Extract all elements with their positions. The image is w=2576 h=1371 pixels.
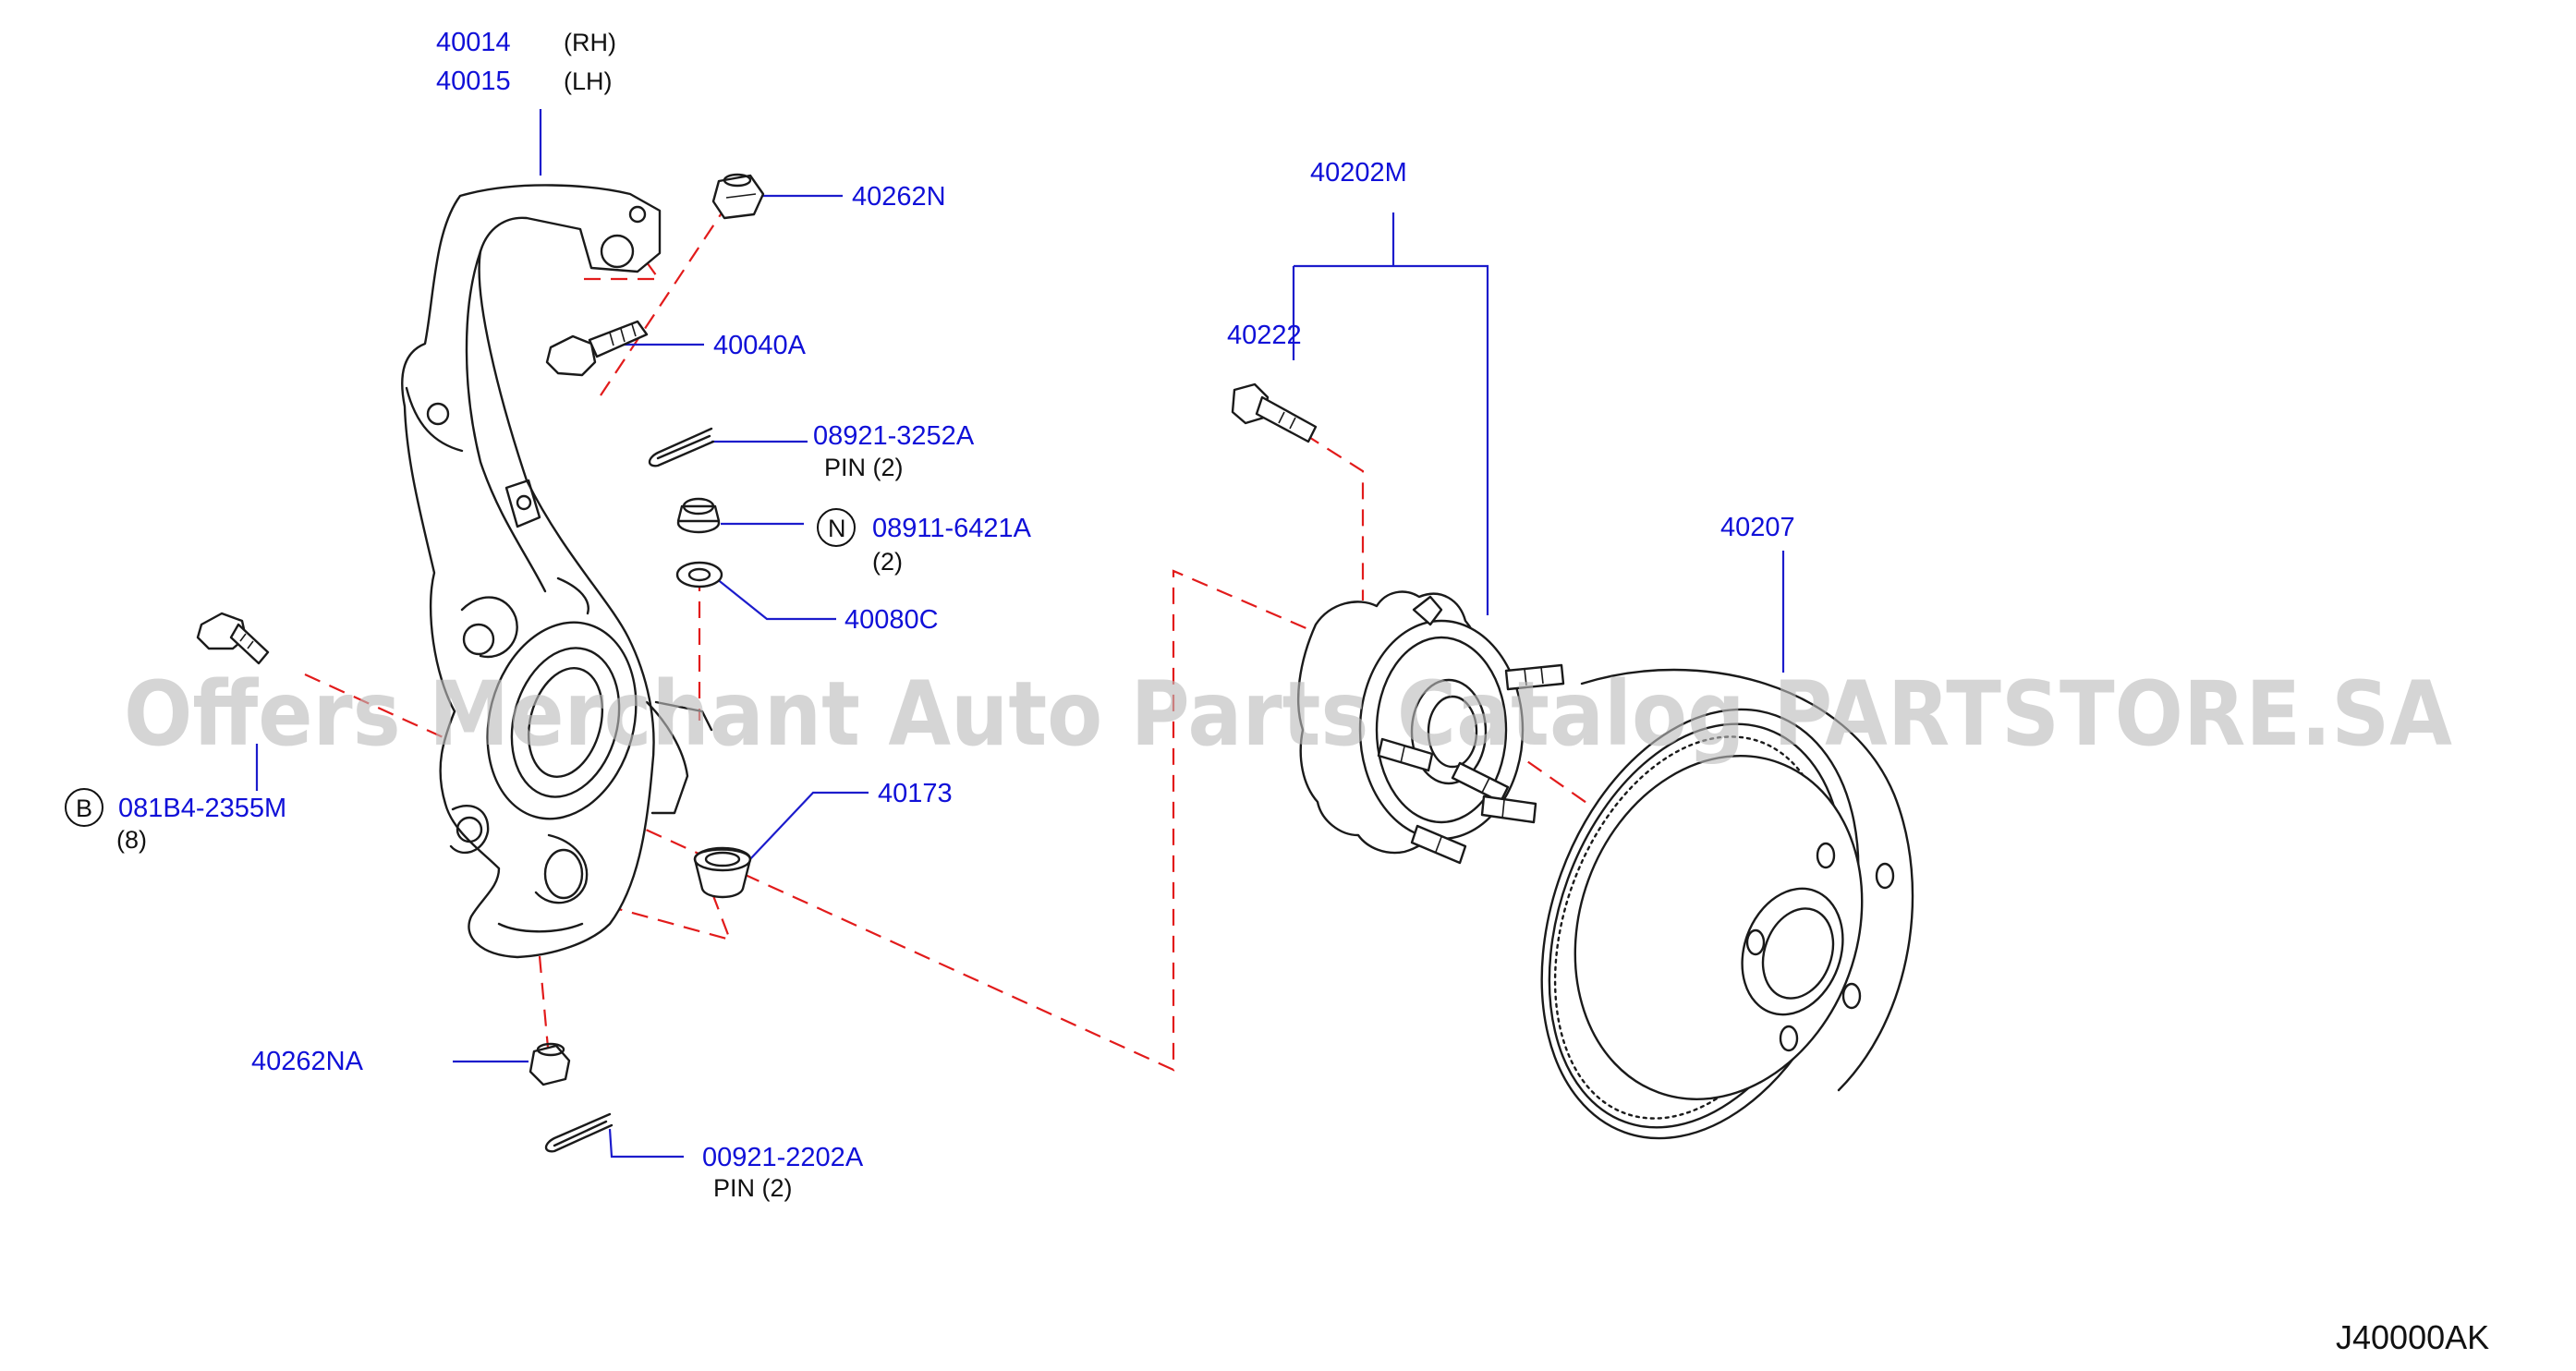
label-40080c[interactable]: 40080C	[844, 605, 939, 635]
diagram-code: J40000AK	[2336, 1318, 2489, 1356]
leader-lines	[255, 109, 1785, 1159]
cotter-pin-lower	[544, 1112, 614, 1153]
label-40262na[interactable]: 40262NA	[251, 1047, 364, 1076]
label-40015[interactable]: 40015	[436, 67, 511, 96]
label-rh: (RH)	[564, 29, 616, 56]
label-40014[interactable]: 40014	[436, 28, 511, 57]
upper-bolt	[545, 320, 649, 377]
steering-knuckle	[401, 184, 713, 959]
label-00921-2202a[interactable]: 00921-2202A	[702, 1143, 864, 1172]
hub-assembly	[1297, 590, 1565, 865]
watermark: Offers Merchant Auto Parts Catalog PARTS…	[124, 662, 2452, 766]
castle-nut-bottom	[529, 1042, 571, 1086]
label-40040a[interactable]: 40040A	[713, 331, 807, 360]
marker-b-circle	[65, 788, 103, 827]
label-081b4-2355m[interactable]: 081B4-2355M	[118, 794, 286, 823]
label-40173[interactable]: 40173	[878, 779, 953, 808]
label-pin-lower-qty: PIN (2)	[713, 1174, 793, 1202]
label-bolt-b-qty: (8)	[116, 826, 147, 854]
bushing	[693, 846, 752, 899]
marker-n-circle	[817, 508, 856, 547]
label-lh: (LH)	[564, 67, 613, 95]
castle-nut-top	[711, 173, 765, 220]
label-40262n[interactable]: 40262N	[852, 182, 946, 212]
washer	[675, 561, 723, 588]
label-40222[interactable]: 40222	[1227, 321, 1302, 350]
label-pin-upper-qty: PIN (2)	[824, 454, 904, 481]
flange-nut	[676, 497, 721, 534]
part-labels: 40014 (RH) 40015 (LH) 40262N 40040A 0892…	[65, 28, 2489, 1356]
knuckle-bolt	[196, 612, 270, 665]
brake-rotor	[1540, 668, 1914, 1140]
marker-n: N	[828, 515, 846, 542]
label-40207[interactable]: 40207	[1720, 513, 1795, 542]
label-08911-6421a[interactable]: 08911-6421A	[872, 514, 1032, 543]
hub-bolt	[1231, 382, 1318, 443]
marker-b: B	[76, 795, 92, 822]
label-40202m[interactable]: 40202M	[1310, 158, 1407, 188]
cotter-pin-upper	[648, 427, 715, 467]
label-08921-3252a[interactable]: 08921-3252A	[813, 421, 975, 451]
label-nut-n-qty: (2)	[872, 548, 903, 576]
